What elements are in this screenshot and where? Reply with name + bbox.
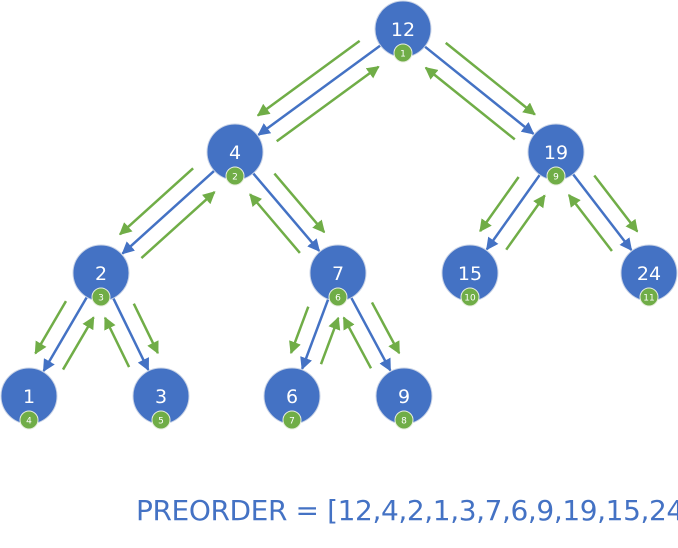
traversal-arrow-up-n2 bbox=[140, 191, 216, 259]
tree-edge-n7-n6 bbox=[300, 298, 330, 371]
tree-edge-n4-n7 bbox=[252, 172, 321, 252]
tree-node-19: 19 9 bbox=[527, 123, 585, 186]
visit-order-badge bbox=[328, 287, 348, 307]
visit-order-label: 7 bbox=[289, 417, 295, 427]
visit-order-label: 5 bbox=[158, 417, 164, 427]
traversal-arrow-up-n15 bbox=[505, 194, 546, 251]
tree-node-9: 98 bbox=[375, 367, 433, 430]
node-value-label: 6 bbox=[286, 386, 298, 408]
tree-node-3: 35 bbox=[132, 367, 190, 430]
visit-order-label: 1 bbox=[400, 50, 406, 60]
traversal-arrow-down-n1 bbox=[34, 300, 68, 355]
node-value-label: 15 bbox=[458, 263, 482, 285]
node-value-label: 3 bbox=[155, 386, 167, 408]
tree-node-2: 23 bbox=[72, 244, 130, 307]
visit-order-badge bbox=[91, 287, 111, 307]
node-value-label: 7 bbox=[332, 263, 344, 285]
traversal-arrow-up-n9 bbox=[342, 316, 373, 369]
tree-edge-n19-n15 bbox=[485, 174, 541, 251]
tree-edges bbox=[42, 44, 633, 373]
traversal-arrow-up-n1 bbox=[61, 316, 95, 371]
visit-order-badge bbox=[151, 410, 171, 430]
visit-order-label: 6 bbox=[335, 294, 341, 304]
traversal-arrow-up-n3 bbox=[103, 316, 131, 368]
visit-order-badge bbox=[282, 410, 302, 430]
visit-order-badge bbox=[394, 410, 414, 430]
traversal-arrow-down-n9 bbox=[370, 301, 401, 355]
traversal-arrows bbox=[34, 39, 639, 371]
node-value-label: 2 bbox=[95, 263, 107, 285]
tree-node-6: 67 bbox=[263, 367, 321, 430]
tree-edge-n4-n2 bbox=[121, 169, 216, 255]
traversal-arrow-up-n7 bbox=[249, 193, 301, 254]
traversal-arrow-down-n6 bbox=[289, 306, 310, 355]
traversal-arrow-up-n4 bbox=[275, 65, 380, 143]
node-value-label: 24 bbox=[637, 263, 661, 285]
node-value-label: 19 bbox=[544, 142, 568, 164]
traversal-arrow-down-n24 bbox=[593, 174, 639, 233]
traversal-arrow-up-n19 bbox=[424, 66, 516, 141]
tree-node-24: 24 11 bbox=[620, 244, 678, 307]
tree-edge-n2-n1 bbox=[42, 296, 88, 373]
visit-order-label: 9 bbox=[553, 173, 559, 183]
visit-order-badge bbox=[639, 287, 659, 307]
visit-order-badge bbox=[546, 166, 566, 186]
visit-order-label: 10 bbox=[464, 294, 476, 304]
traversal-arrow-down-n19 bbox=[444, 41, 536, 116]
traversal-arrow-down-n4 bbox=[256, 39, 361, 117]
visit-order-badge bbox=[225, 166, 245, 186]
visit-order-label: 8 bbox=[401, 417, 407, 427]
traversal-arrow-down-n7 bbox=[273, 172, 326, 234]
tree-node-7: 76 bbox=[309, 244, 367, 307]
node-value-label: 4 bbox=[229, 142, 241, 164]
tree-node-12: 12 1 bbox=[374, 0, 432, 63]
visit-order-label: 11 bbox=[643, 294, 654, 304]
node-value-label: 12 bbox=[391, 19, 415, 41]
traversal-arrow-down-n2 bbox=[119, 167, 194, 236]
visit-order-label: 4 bbox=[26, 417, 32, 427]
tree-node-4: 42 bbox=[206, 123, 264, 186]
visit-order-badge bbox=[19, 410, 39, 430]
tree-node-1: 14 bbox=[0, 367, 58, 430]
traversal-arrow-down-n15 bbox=[479, 176, 520, 233]
visit-order-badge bbox=[393, 43, 413, 63]
traversal-arrow-down-n3 bbox=[132, 303, 159, 355]
tree-edge-n12-n4 bbox=[257, 44, 382, 136]
visit-order-label: 2 bbox=[232, 173, 238, 183]
visit-order-label: 3 bbox=[98, 294, 104, 304]
tree-edge-n7-n9 bbox=[350, 297, 392, 372]
tree-edge-n2-n3 bbox=[112, 297, 150, 372]
traversal-arrow-up-n24 bbox=[567, 194, 613, 252]
traversal-arrow-up-n6 bbox=[319, 316, 341, 365]
node-value-label: 1 bbox=[23, 386, 35, 408]
visit-order-badge bbox=[460, 287, 480, 307]
preorder-result-caption: PREORDER = [12,4,2,1,3,7,6,9,19,15,24] bbox=[136, 494, 678, 527]
node-value-label: 9 bbox=[398, 386, 410, 408]
tree-edge-n12-n19 bbox=[424, 45, 535, 135]
tree-edge-n19-n24 bbox=[572, 173, 633, 251]
